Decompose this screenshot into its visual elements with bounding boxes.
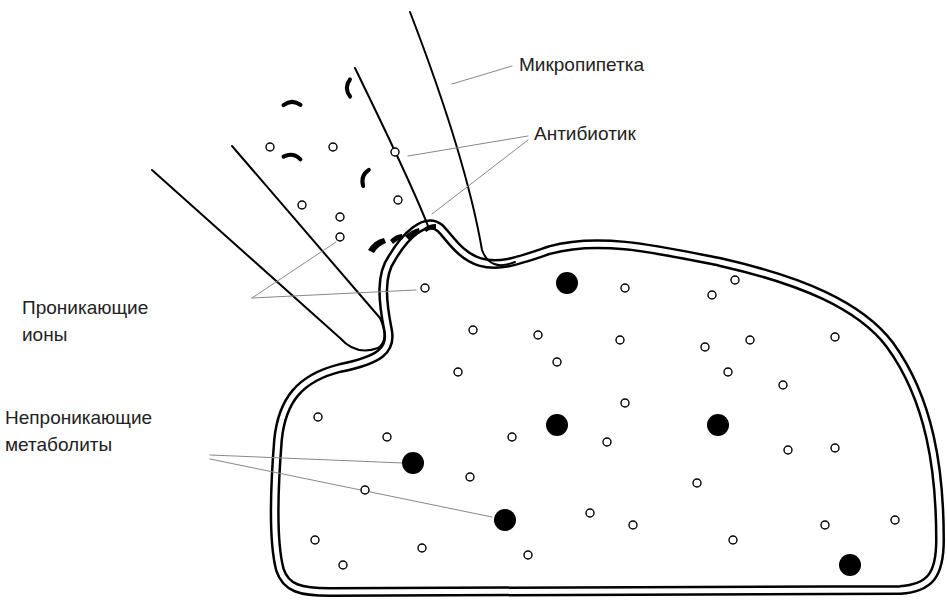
metabolite [402, 452, 424, 474]
metabolite [494, 509, 516, 531]
ion [329, 143, 337, 151]
metabolite [546, 414, 568, 436]
ion [621, 399, 629, 407]
ion [701, 343, 709, 351]
ion [314, 413, 322, 421]
ion [784, 446, 792, 454]
ion [891, 516, 899, 524]
ion [311, 536, 319, 544]
ion [621, 284, 629, 292]
ion [831, 444, 839, 452]
ion [603, 438, 611, 446]
ion [524, 551, 532, 559]
ion [266, 143, 274, 151]
pipette-right-wall [410, 12, 515, 265]
ion [708, 291, 716, 299]
ion [466, 473, 474, 481]
molecules [266, 79, 899, 576]
ion [616, 336, 624, 344]
antibiotic-molecule [358, 169, 373, 186]
ion [339, 561, 347, 569]
callout-label: Микропипетка [519, 51, 719, 78]
ion [418, 544, 426, 552]
ion [394, 196, 402, 204]
pipette-inner-right-wall [355, 68, 428, 226]
antibiotic-molecule [344, 79, 356, 96]
ion [298, 201, 306, 209]
pipette-left-wall [152, 146, 385, 350]
ion [729, 536, 737, 544]
ion [693, 479, 701, 487]
ion [629, 521, 637, 529]
callout-label: Проникающие ионы [22, 294, 162, 348]
metabolite [707, 414, 729, 436]
leader-lines [210, 66, 528, 517]
cell-membrane [275, 224, 941, 592]
ion [724, 368, 732, 376]
ion [469, 326, 477, 334]
ion [553, 358, 561, 366]
callout-label: Антибиотик [534, 120, 734, 147]
ion [821, 521, 829, 529]
cell-membrane-inner [275, 224, 941, 592]
ion [586, 509, 594, 517]
callout-label: Непроникающие метаболиты [5, 404, 175, 458]
ion [336, 213, 344, 221]
ion [731, 276, 739, 284]
ion [383, 433, 391, 441]
ion [746, 336, 754, 344]
ion [454, 368, 462, 376]
antibiotic-channel [368, 224, 436, 253]
ion [534, 331, 542, 339]
metabolite [839, 554, 861, 576]
ion [336, 233, 344, 241]
antibiotic-molecule [283, 99, 300, 111]
ion [508, 433, 516, 441]
ion [421, 284, 429, 292]
ion [831, 333, 839, 341]
ion [361, 486, 369, 494]
ion [391, 148, 399, 156]
ion [779, 381, 787, 389]
metabolite [556, 272, 578, 294]
antibiotic-molecule [284, 151, 301, 165]
